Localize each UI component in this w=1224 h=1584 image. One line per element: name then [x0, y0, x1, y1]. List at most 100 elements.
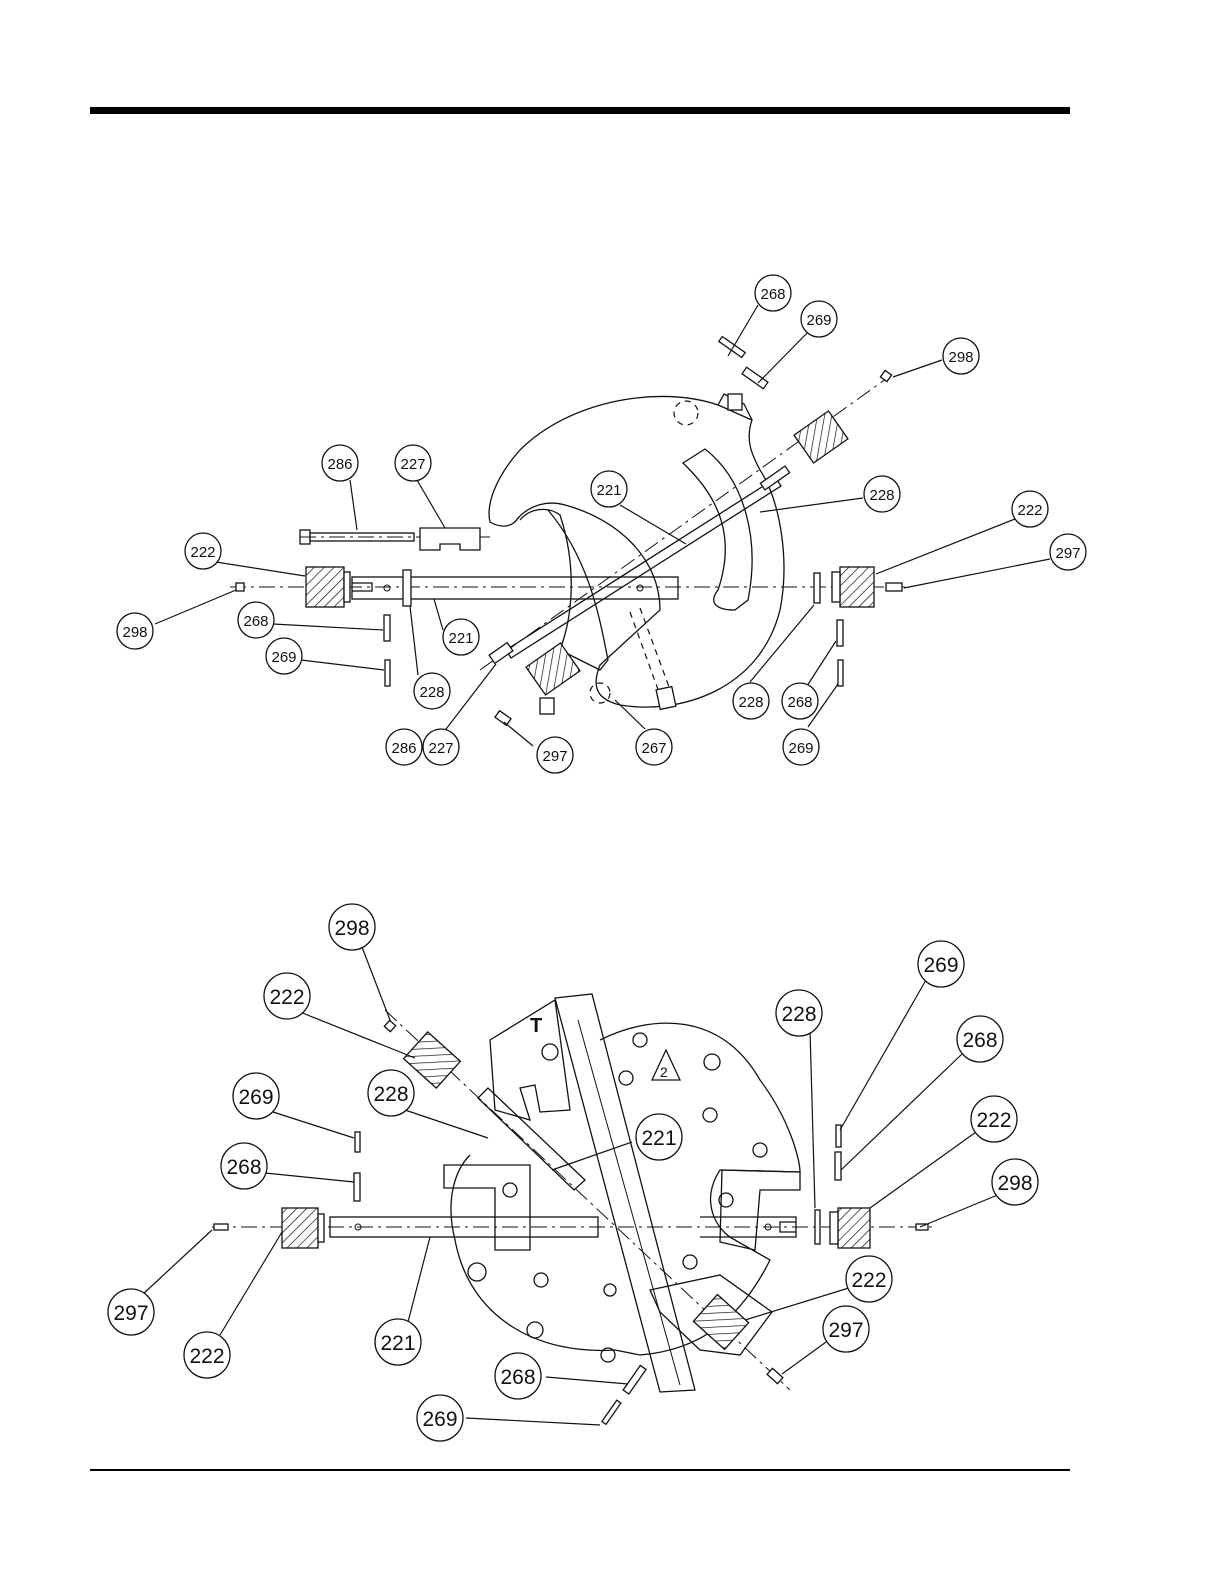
- svg-text:298: 298: [948, 349, 973, 366]
- callout: 228: [776, 990, 822, 1036]
- svg-text:221: 221: [596, 482, 621, 499]
- callout: 222: [1012, 491, 1048, 527]
- callout: 228: [414, 673, 450, 709]
- svg-text:228: 228: [781, 1003, 816, 1026]
- callout: 268: [495, 1353, 541, 1399]
- svg-text:297: 297: [542, 748, 567, 765]
- callout: 221: [375, 1319, 421, 1365]
- callout: 297: [537, 737, 573, 773]
- leader-lines: [142, 305, 1050, 1425]
- top-horizontal-shaft: [352, 577, 678, 599]
- callout: 228: [733, 683, 769, 719]
- svg-text:268: 268: [760, 286, 785, 303]
- triangle-mark-number: 2: [660, 1064, 668, 1080]
- callout: 222: [846, 1256, 892, 1302]
- top-bushing-w: [306, 567, 344, 607]
- top-bushing-sw: [526, 643, 580, 695]
- bottom-bushing-se: [693, 1295, 748, 1350]
- callout: 268: [782, 683, 818, 719]
- callout: 221: [636, 1114, 682, 1160]
- bottom-rule: [90, 1469, 1070, 1471]
- bottom-bushing-w: [282, 1208, 318, 1248]
- callout: 298: [329, 904, 375, 950]
- svg-text:228: 228: [738, 694, 763, 711]
- svg-text:297: 297: [828, 1319, 863, 1342]
- svg-text:268: 268: [226, 1156, 261, 1179]
- svg-text:228: 228: [869, 487, 894, 504]
- svg-text:297: 297: [1055, 545, 1080, 562]
- callout: 298: [117, 613, 153, 649]
- bottom-diagonal-band: [555, 994, 695, 1392]
- top-dashed-hole: [674, 401, 698, 425]
- callout: 267: [636, 729, 672, 765]
- svg-text:221: 221: [641, 1127, 676, 1150]
- top-bushing-ne: [794, 411, 848, 463]
- svg-text:298: 298: [122, 624, 147, 641]
- svg-text:268: 268: [787, 694, 812, 711]
- callout: 222: [264, 973, 310, 1019]
- callout: 221: [443, 619, 479, 655]
- svg-text:268: 268: [962, 1029, 997, 1052]
- callout: 269: [918, 941, 964, 987]
- callout: 227: [395, 445, 431, 481]
- callout: 268: [755, 275, 791, 311]
- callout: 227: [423, 729, 459, 765]
- svg-text:286: 286: [391, 740, 416, 757]
- svg-text:222: 222: [189, 1345, 224, 1368]
- svg-text:268: 268: [500, 1366, 535, 1389]
- callout: 269: [233, 1073, 279, 1119]
- callout: 298: [943, 338, 979, 374]
- callouts-top: 268 269 298 286 227 221 228 222 297 222 …: [117, 275, 1086, 773]
- callout: 286: [386, 729, 422, 765]
- bottom-assembly-diagram: T 2: [212, 994, 935, 1424]
- callout: 268: [238, 602, 274, 638]
- callout: 298: [992, 1159, 1038, 1205]
- svg-text:269: 269: [422, 1408, 457, 1431]
- svg-text:222: 222: [976, 1109, 1011, 1132]
- svg-text:269: 269: [923, 954, 958, 977]
- bottom-bushing-nw: [404, 1032, 461, 1088]
- svg-text:269: 269: [238, 1086, 273, 1109]
- svg-text:227: 227: [428, 740, 453, 757]
- callout: 222: [971, 1096, 1017, 1142]
- top-assembly-diagram: [230, 337, 905, 726]
- svg-text:269: 269: [806, 312, 831, 329]
- svg-text:268: 268: [243, 613, 268, 630]
- svg-text:222: 222: [851, 1269, 886, 1292]
- callout: 297: [1050, 534, 1086, 570]
- callout: 269: [783, 729, 819, 765]
- callout: 269: [417, 1395, 463, 1441]
- top-body-outline: [489, 396, 784, 707]
- top-left-slot: [520, 509, 608, 670]
- callout: 222: [185, 533, 221, 569]
- svg-text:221: 221: [448, 630, 473, 647]
- svg-text:267: 267: [641, 740, 666, 757]
- svg-text:228: 228: [373, 1083, 408, 1106]
- svg-text:298: 298: [997, 1172, 1032, 1195]
- svg-text:228: 228: [419, 684, 444, 701]
- top-diagonal-rod: [506, 478, 781, 658]
- svg-text:227: 227: [400, 456, 425, 473]
- top-right-slot: [683, 449, 752, 610]
- svg-text:269: 269: [271, 649, 296, 666]
- svg-text:222: 222: [1017, 502, 1042, 519]
- callout: 297: [823, 1306, 869, 1352]
- svg-text:221: 221: [380, 1332, 415, 1355]
- svg-text:286: 286: [327, 456, 352, 473]
- callout: 268: [221, 1143, 267, 1189]
- top-dashed-leg: [630, 608, 672, 695]
- svg-text:269: 269: [788, 740, 813, 757]
- svg-text:298: 298: [334, 917, 369, 940]
- callout: 269: [266, 638, 302, 674]
- svg-text:222: 222: [269, 986, 304, 1009]
- top-rule: [90, 107, 1070, 114]
- top-block: [420, 528, 480, 550]
- callout: 297: [108, 1289, 154, 1335]
- callout: 286: [322, 445, 358, 481]
- callout: 268: [957, 1016, 1003, 1062]
- svg-text:222: 222: [190, 544, 215, 561]
- callout: 228: [864, 476, 900, 512]
- callout: 228: [368, 1070, 414, 1116]
- bottom-bushing-e: [838, 1208, 870, 1248]
